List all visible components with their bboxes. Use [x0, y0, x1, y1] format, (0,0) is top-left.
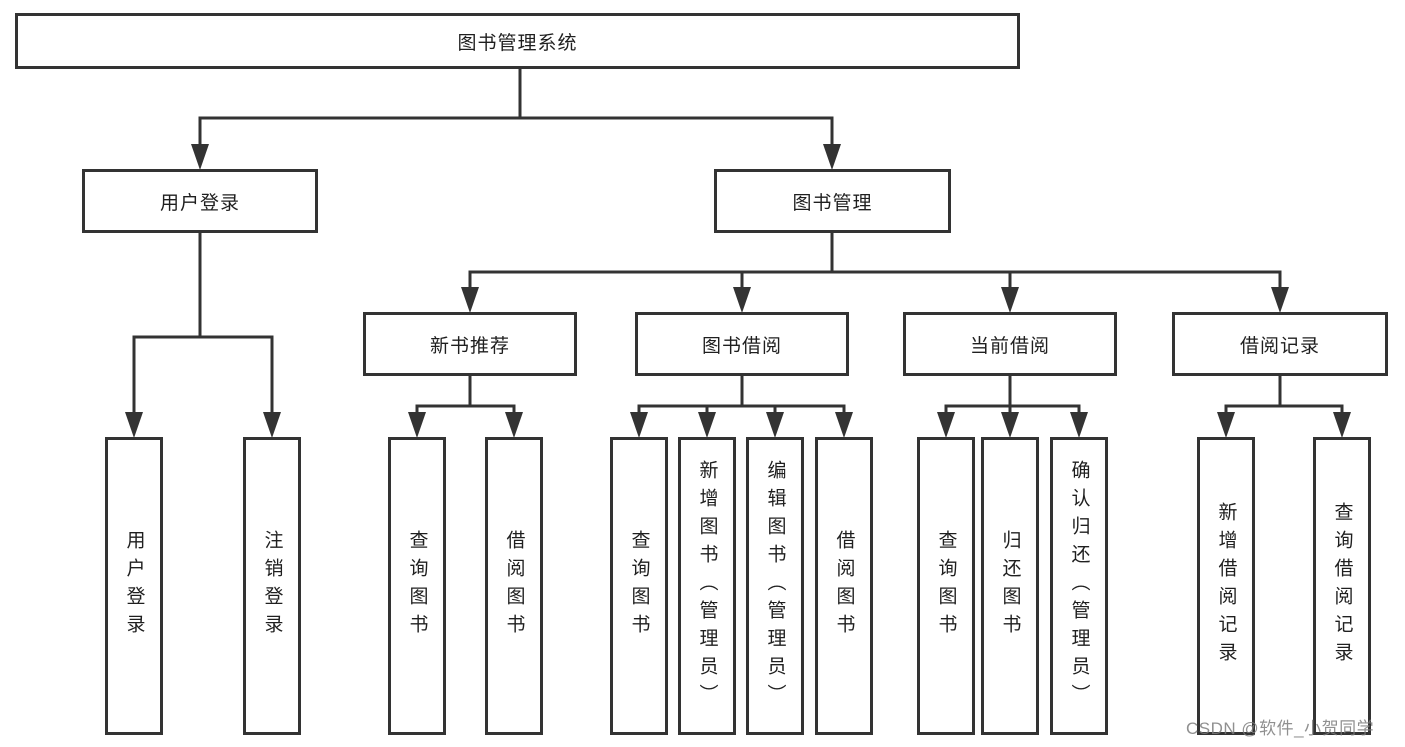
- node-label: 图书借阅: [701, 335, 782, 357]
- node-label: 图书管理系统: [457, 32, 578, 54]
- node-leaf-borrow-book-bor: 借阅图书: [815, 437, 873, 735]
- node-current-borrow: 当前借阅: [903, 312, 1117, 376]
- node-label: 当前借阅: [969, 335, 1050, 357]
- node-leaf-confirm-return: 确认归还（管理员）: [1050, 437, 1108, 735]
- arrowhead-icon: [698, 412, 716, 438]
- node-leaf-edit-book: 编辑图书（管理员）: [746, 437, 804, 735]
- arrowhead-icon: [125, 412, 143, 438]
- node-label: 借阅图书: [833, 530, 855, 642]
- node-label: 注销登录: [261, 530, 283, 642]
- arrowhead-icon: [408, 412, 426, 438]
- node-leaf-query-book-bor: 查询图书: [610, 437, 668, 735]
- node-label: 确认归还（管理员）: [1068, 460, 1090, 712]
- arrowhead-icon: [630, 412, 648, 438]
- node-book-borrow: 图书借阅: [635, 312, 849, 376]
- node-leaf-query-book-rec: 查询图书: [388, 437, 446, 735]
- node-label: 查询借阅记录: [1331, 502, 1353, 670]
- node-label: 归还图书: [999, 530, 1021, 642]
- node-label: 借阅图书: [503, 530, 525, 642]
- node-label: 图书管理: [792, 192, 873, 214]
- node-label: 查询图书: [628, 530, 650, 642]
- arrowhead-icon: [1070, 412, 1088, 438]
- node-leaf-return-book: 归还图书: [981, 437, 1039, 735]
- node-label: 新增图书（管理员）: [696, 460, 718, 712]
- node-borrow-record: 借阅记录: [1172, 312, 1388, 376]
- node-label: 借阅记录: [1239, 335, 1320, 357]
- arrowhead-icon: [937, 412, 955, 438]
- node-leaf-user-login: 用户登录: [105, 437, 163, 735]
- arrowhead-icon: [191, 144, 209, 170]
- node-book-mgmt: 图书管理: [714, 169, 951, 233]
- arrowhead-icon: [461, 287, 479, 313]
- node-leaf-borrow-book-rec: 借阅图书: [485, 437, 543, 735]
- arrowhead-icon: [1001, 287, 1019, 313]
- node-label: 新书推荐: [429, 335, 510, 357]
- arrowhead-icon: [1333, 412, 1351, 438]
- arrowhead-icon: [835, 412, 853, 438]
- arrowhead-icon: [1217, 412, 1235, 438]
- node-new-book-rec: 新书推荐: [363, 312, 577, 376]
- node-label: 查询图书: [935, 530, 957, 642]
- arrowhead-icon: [823, 144, 841, 170]
- arrowhead-icon: [1271, 287, 1289, 313]
- node-label: 用户登录: [123, 530, 145, 642]
- arrowhead-icon: [263, 412, 281, 438]
- node-label: 新增借阅记录: [1215, 502, 1237, 670]
- node-leaf-add-book: 新增图书（管理员）: [678, 437, 736, 735]
- node-label: 用户登录: [159, 192, 240, 214]
- node-leaf-logout: 注销登录: [243, 437, 301, 735]
- node-leaf-query-book-cur: 查询图书: [917, 437, 975, 735]
- watermark: CSDN @软件_小贺同学: [1186, 719, 1375, 738]
- arrowhead-icon: [1001, 412, 1019, 438]
- arrowhead-icon: [505, 412, 523, 438]
- node-label: 查询图书: [406, 530, 428, 642]
- arrowhead-icon: [766, 412, 784, 438]
- node-root: 图书管理系统: [15, 13, 1020, 69]
- node-leaf-add-record: 新增借阅记录: [1197, 437, 1255, 735]
- node-leaf-query-record: 查询借阅记录: [1313, 437, 1371, 735]
- arrowhead-icon: [733, 287, 751, 313]
- node-user-login-group: 用户登录: [82, 169, 318, 233]
- node-label: 编辑图书（管理员）: [764, 460, 786, 712]
